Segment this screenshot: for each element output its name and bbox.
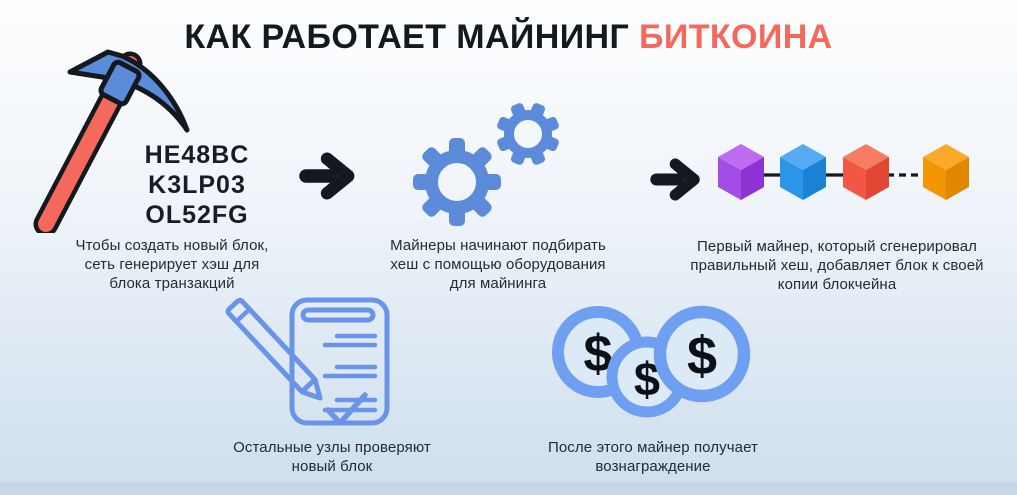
pickaxe-icon — [33, 49, 190, 233]
cube-purple — [718, 144, 764, 200]
title-main: КАК РАБОТАЕТ МАЙНИНГ — [184, 18, 630, 56]
dollar-coins-icon: $ $ $ — [552, 305, 751, 418]
svg-text:$: $ — [687, 326, 717, 386]
checklist-pencil-icon — [225, 297, 390, 426]
title-accent: БИТКОИНА — [639, 18, 833, 56]
bottom-edge-strip — [0, 482, 1017, 495]
caption-reward: После этого майнер получает вознагражден… — [547, 439, 759, 475]
hash-line: K3LP03 — [148, 171, 246, 199]
coin-right: $ — [653, 305, 751, 403]
gears-icon — [413, 103, 559, 226]
caption-validation: Остальные узлы проверяют новый блок — [233, 439, 431, 475]
page-title: КАК РАБОТАЕТ МАЙНИНГ БИТКОИНА — [0, 16, 1017, 58]
cube-red — [843, 144, 889, 200]
cube-orange — [923, 144, 969, 200]
hash-text: HE48BC K3LP03 OL52FG — [118, 140, 276, 230]
hash-line: HE48BC — [144, 141, 250, 169]
arrow-right-icon — [650, 158, 700, 201]
blockchain-cubes-icon — [718, 144, 969, 200]
checkmark-icon — [325, 392, 368, 426]
arrow-right-icon — [299, 152, 355, 200]
caption-mining: Майнеры начинают подбирать хеш с помощью… — [390, 237, 606, 292]
pencil-icon — [225, 297, 323, 401]
caption-hash-generation: Чтобы создать новый блок, сеть генерируе… — [75, 237, 269, 292]
caption-blockchain: Первый майнер, который сгенерировал прав… — [690, 238, 984, 293]
hash-line: OL52FG — [145, 201, 249, 229]
cube-blue — [780, 144, 826, 200]
